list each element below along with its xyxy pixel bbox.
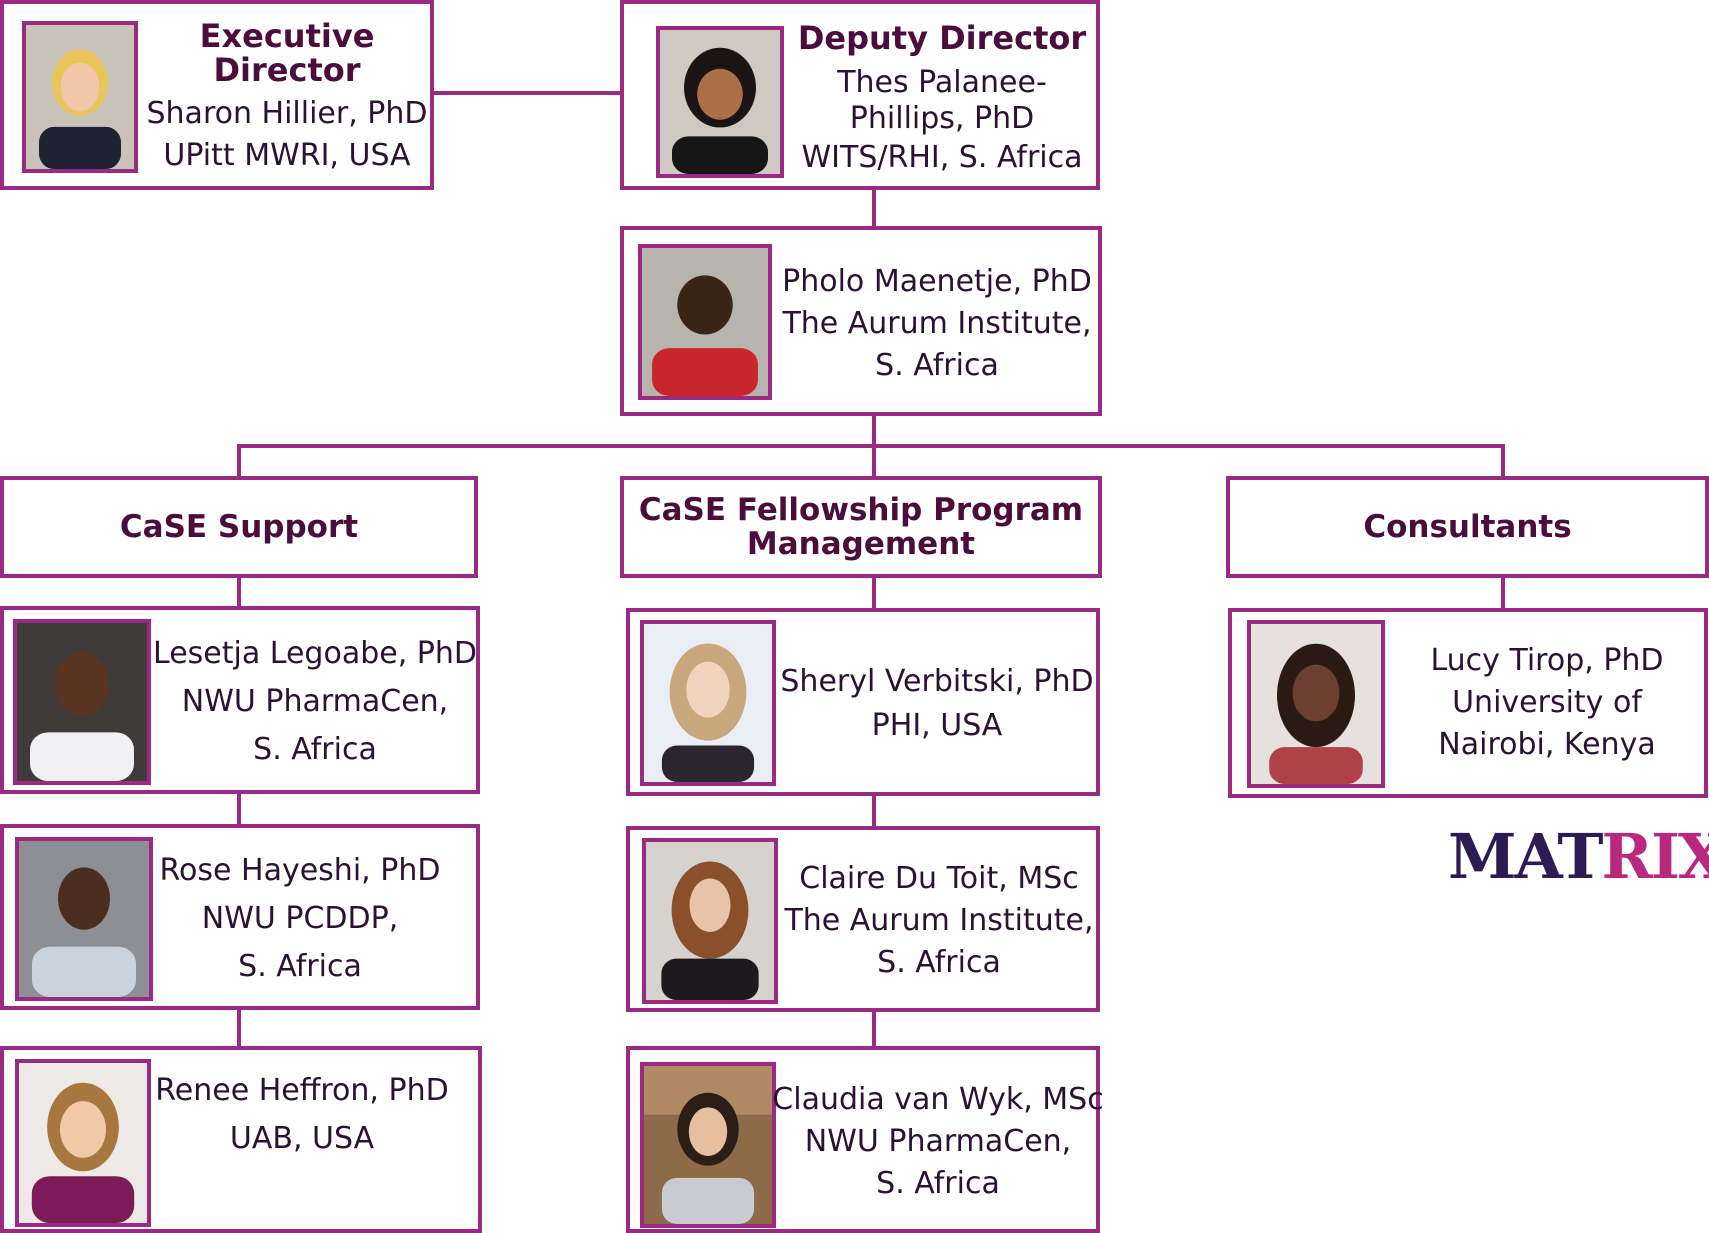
connector-deputy-lead (872, 188, 876, 228)
executive-director-title: Executive Director (199, 17, 375, 89)
connector-fellowship-1 (872, 576, 876, 610)
connector-lead-branch (872, 414, 876, 448)
executive-director-text: Executive Director Sharon Hillier, PhD U… (144, 10, 430, 186)
deputy-director-org: WITS/RHI, S. Africa (801, 140, 1083, 175)
matrix-logo: MATRIX (1448, 820, 1709, 893)
case-support-header-text: CaSE Support (4, 480, 474, 574)
fellowship-member-org-line1: The Aurum Institute, (784, 903, 1094, 938)
support-member-text: Rose Hayeshi, PhD NWU PCDDP, S. Africa (154, 834, 446, 1004)
support-member-card: Lesetja Legoabe, PhD NWU PharmaCen, S. A… (0, 606, 480, 794)
case-support-header: CaSE Support (0, 476, 478, 578)
connector-support-3 (237, 1008, 241, 1048)
consultant-member-photo (1247, 620, 1385, 788)
support-member-name: Lesetja Legoabe, PhD (153, 636, 477, 671)
lead-text: Pholo Maenetje, PhD The Aurum Institute,… (774, 236, 1100, 412)
support-member-photo (15, 837, 153, 1001)
consultants-header-text: Consultants (1230, 480, 1705, 574)
fellowship-member-text: Claudia van Wyk, MSc NWU PharmaCen, S. A… (772, 1056, 1103, 1228)
deputy-director-photo (656, 26, 784, 178)
support-member-photo (13, 619, 151, 785)
fellowship-member-text: Claire Du Toit, MSc The Aurum Institute,… (780, 836, 1098, 1006)
consultant-member-org-line2: Nairobi, Kenya (1438, 727, 1656, 762)
matrix-logo-part1: MAT (1448, 820, 1603, 893)
lead-name: Pholo Maenetje, PhD (782, 264, 1092, 299)
support-member-name: Rose Hayeshi, PhD (159, 853, 441, 888)
lead-org-line1: The Aurum Institute, (782, 306, 1092, 341)
executive-director-org: UPitt MWRI, USA (163, 138, 411, 173)
fellowship-member-text: Sheryl Verbitski, PhD PHI, USA (778, 618, 1096, 790)
executive-director-card: Executive Director Sharon Hillier, PhD U… (0, 0, 434, 190)
deputy-director-name-line1: Thes Palanee- (837, 65, 1047, 100)
connector-fellowship-3 (872, 1008, 876, 1048)
fellowship-member-name: Claire Du Toit, MSc (799, 861, 1079, 896)
connector-branch-consultants (1501, 444, 1505, 478)
support-member-org-line1: UAB, USA (229, 1121, 375, 1156)
fellowship-member-photo (640, 620, 776, 786)
connector-support-2 (237, 792, 241, 826)
consultants-header: Consultants (1226, 476, 1709, 578)
executive-director-name: Sharon Hillier, PhD (146, 96, 428, 131)
consultant-member-card: Lucy Tirop, PhD University of Nairobi, K… (1228, 608, 1708, 798)
fellowship-member-photo (640, 1062, 776, 1228)
deputy-director-text: Deputy Director Thes Palanee- Phillips, … (786, 10, 1098, 190)
support-member-org-line1: NWU PharmaCen, (181, 684, 449, 719)
lead-photo (638, 244, 772, 400)
consultant-member-name: Lucy Tirop, PhD (1430, 643, 1664, 678)
fellowship-member-name: Sheryl Verbitski, PhD (780, 664, 1094, 699)
lead-card: Pholo Maenetje, PhD The Aurum Institute,… (620, 226, 1102, 416)
fellowship-member-org-line1: PHI, USA (871, 708, 1003, 743)
connector-support-1 (237, 576, 241, 608)
connector-branch-horizontal (237, 444, 1505, 448)
consultant-member-org-line1: University of (1452, 685, 1642, 720)
connector-exec-deputy (432, 91, 622, 95)
connector-branch-fellowship (872, 444, 876, 478)
deputy-director-card: Deputy Director Thes Palanee- Phillips, … (620, 0, 1100, 190)
deputy-director-name-line2: Phillips, PhD (849, 101, 1035, 136)
case-fellowship-header-text: CaSE Fellowship Program Management (624, 480, 1098, 574)
fellowship-member-org-line2: S. Africa (876, 1166, 1000, 1201)
connector-branch-support (237, 444, 241, 478)
consultants-title: Consultants (1363, 509, 1572, 545)
support-member-org-line1: NWU PCDDP, (201, 901, 399, 936)
support-member-photo (15, 1059, 151, 1227)
case-fellowship-header: CaSE Fellowship Program Management (620, 476, 1102, 578)
consultant-member-text: Lucy Tirop, PhD University of Nairobi, K… (1390, 618, 1704, 788)
case-support-title: CaSE Support (119, 509, 359, 545)
fellowship-member-org-line2: S. Africa (877, 945, 1001, 980)
fellowship-member-org-line1: NWU PharmaCen, (804, 1124, 1072, 1159)
support-member-org-line2: S. Africa (238, 949, 362, 984)
lead-org-line2: S. Africa (875, 348, 999, 383)
support-member-text: Renee Heffron, PhD UAB, USA (154, 1056, 450, 1174)
fellowship-member-card: Sheryl Verbitski, PhD PHI, USA (626, 608, 1100, 796)
fellowship-member-photo (642, 838, 778, 1004)
support-member-org-line2: S. Africa (253, 732, 377, 767)
case-fellowship-title-line2: Management (746, 526, 976, 562)
executive-director-photo (22, 21, 138, 173)
support-member-card: Renee Heffron, PhD UAB, USA (0, 1046, 482, 1233)
connector-fellowship-2 (872, 794, 876, 828)
connector-consultants-1 (1501, 576, 1505, 612)
support-member-name: Renee Heffron, PhD (155, 1073, 449, 1108)
fellowship-member-name: Claudia van Wyk, MSc (772, 1082, 1104, 1117)
matrix-logo-part2: RIX (1601, 820, 1709, 893)
fellowship-member-card: Claire Du Toit, MSc The Aurum Institute,… (626, 826, 1100, 1012)
support-member-card: Rose Hayeshi, PhD NWU PCDDP, S. Africa (0, 824, 480, 1010)
fellowship-member-card: Claudia van Wyk, MSc NWU PharmaCen, S. A… (626, 1046, 1104, 1233)
case-fellowship-title-line1: CaSE Fellowship Program (638, 492, 1084, 528)
deputy-director-title: Deputy Director (797, 19, 1087, 57)
support-member-text: Lesetja Legoabe, PhD NWU PharmaCen, S. A… (153, 616, 477, 788)
